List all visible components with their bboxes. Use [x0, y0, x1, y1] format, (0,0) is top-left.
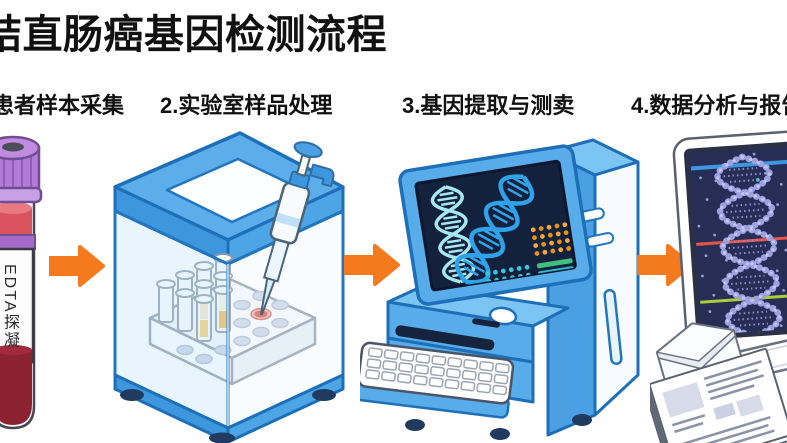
report-content: [662, 360, 775, 443]
blue-track-line: [690, 159, 787, 171]
arrow-right-icon: [637, 244, 693, 286]
step-label-4: 4.数据分析与报告: [631, 93, 787, 118]
tube-label: EDTA探凝: [1, 264, 18, 350]
sequencer-feet: [405, 414, 592, 440]
step-label-1: 患者样本采集: [0, 93, 125, 118]
arrow-right-icon: [49, 245, 105, 287]
report-papers: [650, 347, 787, 443]
monitor-screen: [672, 130, 787, 358]
monitor-illustration: [650, 130, 787, 443]
dna-screen: [398, 144, 593, 306]
step-label-2: 2.实验室样品处理: [160, 93, 333, 118]
dna-helix-purple: [714, 153, 783, 336]
sample-box-illustration: [113, 131, 345, 443]
pipette: [260, 141, 335, 316]
step-label-3: 3.基因提取与测卖: [402, 93, 575, 118]
page-title: 结直肠癌基因检测流程: [0, 13, 387, 57]
dna-helix-blue: [454, 174, 535, 285]
printer-slot: [395, 325, 495, 351]
sequencer-illustration: [360, 138, 640, 440]
sequencer-keyboard: [360, 341, 515, 419]
blood-tube-illustration: [0, 135, 43, 430]
power-button: [488, 306, 518, 326]
tower-vent-slit: [603, 288, 623, 366]
arrow-right-icon: [344, 244, 400, 286]
box-feet: [120, 389, 336, 443]
orange-dot-matrix: [530, 222, 572, 256]
